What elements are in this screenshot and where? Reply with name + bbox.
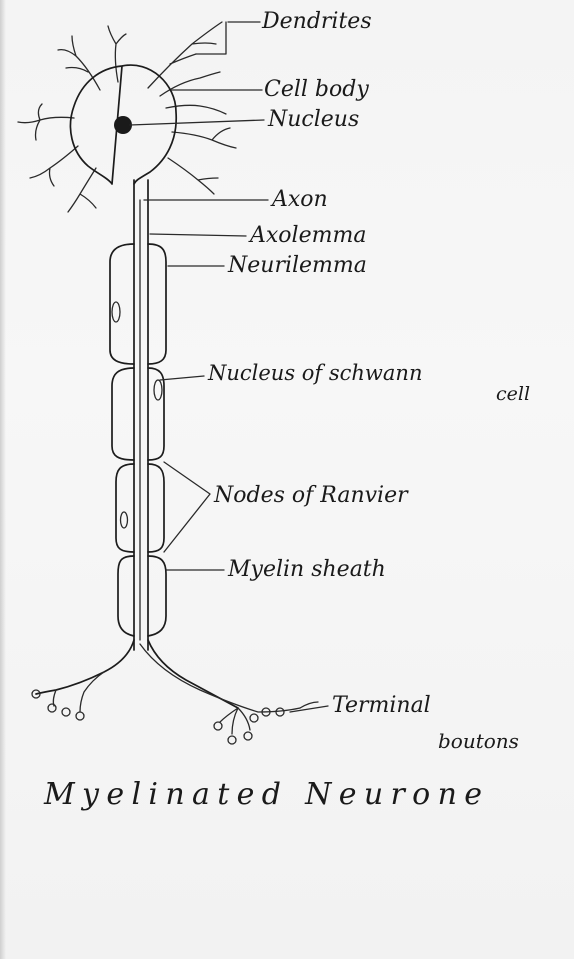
axon-drawing: [134, 180, 148, 650]
label-nucleus: Nucleus: [267, 107, 359, 132]
label-terminal: Terminal: [332, 693, 431, 718]
nucleus-dot: [114, 116, 132, 134]
label-schwann-cell: cell: [496, 383, 530, 405]
label-nodes-of-ranvier: Nodes of Ranvier: [213, 483, 409, 508]
diagram-title: Myelinated Neurone: [43, 777, 482, 812]
label-boutons: boutons: [438, 729, 519, 753]
label-myelin-sheath: Myelin sheath: [227, 557, 386, 582]
label-nucleus-of-schwann: Nucleus of schwann: [207, 361, 422, 385]
label-cell-body: Cell body: [264, 77, 369, 102]
schwann-nuclei: [112, 302, 162, 528]
label-axolemma: Axolemma: [248, 223, 366, 248]
label-neurilemma: Neurilemma: [227, 253, 367, 278]
label-axon: Axon: [270, 187, 328, 212]
axon-terminals: [32, 640, 318, 744]
label-dendrites: Dendrites: [261, 9, 372, 34]
